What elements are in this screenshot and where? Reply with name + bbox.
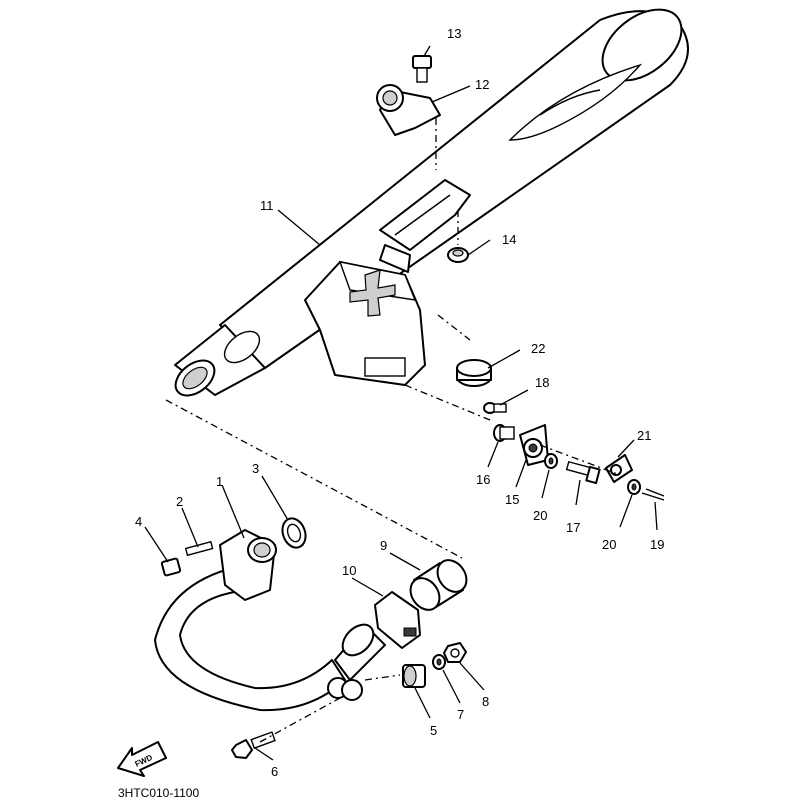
- fwd-arrow-icon: FWD: [117, 741, 167, 777]
- callout-7: 7: [457, 707, 464, 722]
- callout-15: 15: [505, 492, 519, 507]
- part-20-washer-a: [544, 453, 558, 469]
- part-6-bolt: [231, 731, 276, 759]
- part-7-washer: [432, 654, 446, 670]
- part-20-washer-b: [627, 479, 641, 495]
- callout-1: 1: [216, 474, 223, 489]
- callout-17: 17: [566, 520, 580, 535]
- part-12-bracket: [376, 84, 441, 136]
- part-17-bolt: [565, 460, 601, 485]
- muffler-bracket: [379, 179, 471, 273]
- callout-8: 8: [482, 694, 489, 709]
- callout-6: 6: [271, 764, 278, 779]
- callout-12: 12: [475, 77, 489, 92]
- part-9-sleeve: [409, 559, 468, 611]
- part-19-cotter-pin: [641, 488, 665, 501]
- callout-10: 10: [342, 563, 356, 578]
- assembly-lines: [165, 118, 621, 743]
- part-21-bracket: [605, 454, 633, 483]
- part-18-bolt: [483, 402, 507, 414]
- callout-20-a: 20: [533, 508, 547, 523]
- part-14-grommet: [447, 247, 469, 263]
- exhaust-pipe: [154, 529, 386, 712]
- leader-lines: [144, 45, 658, 761]
- callout-2: 2: [176, 494, 183, 509]
- callout-21: 21: [637, 428, 651, 443]
- part-4-nut: [160, 557, 182, 577]
- part-5-damper: [402, 664, 426, 688]
- part-16-collar: [493, 424, 515, 442]
- callout-labels: 13 12 11 14 22 18 21 16 15 20 17 20 19 1…: [135, 26, 664, 779]
- callout-19: 19: [650, 537, 664, 552]
- callout-16: 16: [476, 472, 490, 487]
- muffler-chamber: [304, 261, 426, 386]
- callout-22: 22: [531, 341, 545, 356]
- part-13-bolt: [412, 55, 432, 83]
- part-15-bracket: [519, 424, 549, 466]
- part-22-damper: [456, 359, 492, 387]
- callout-13: 13: [447, 26, 461, 41]
- callout-3: 3: [252, 461, 259, 476]
- part-8-nut: [443, 642, 467, 663]
- callout-4: 4: [135, 514, 142, 529]
- callout-11: 11: [260, 198, 274, 213]
- part-2-stud: [184, 540, 214, 557]
- callout-9: 9: [380, 538, 387, 553]
- part-3-gasket: [281, 517, 307, 549]
- callout-14: 14: [502, 232, 516, 247]
- callout-18: 18: [535, 375, 549, 390]
- callout-20-b: 20: [602, 537, 616, 552]
- callout-5: 5: [430, 723, 437, 738]
- part-10-clamp: [374, 591, 421, 649]
- drawing-code: 3HTC010-1100: [118, 786, 199, 800]
